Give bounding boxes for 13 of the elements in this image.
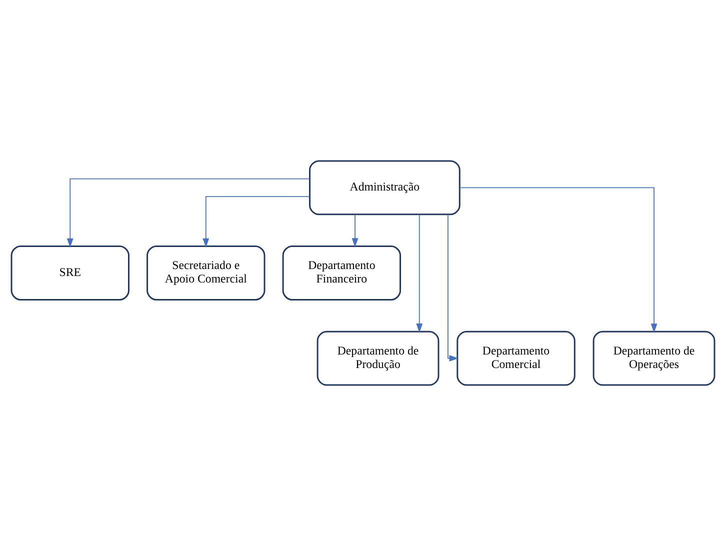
arrow	[352, 214, 358, 247]
arrow	[202, 196, 310, 248]
arrow	[448, 214, 458, 362]
arrow	[66, 178, 310, 248]
arrow	[416, 214, 423, 332]
node-box: Departamento de Produção	[316, 330, 440, 386]
node-box: Departamento Financeiro	[282, 245, 402, 300]
arrow	[459, 186, 658, 332]
node-box: Secretariado e Apoio Comercial	[146, 245, 266, 300]
node-box: Departamento Comercial	[456, 330, 576, 386]
node-box: Administração	[309, 160, 460, 215]
node-box: Departamento de Operações	[592, 330, 716, 386]
node-box: SRE	[10, 245, 130, 300]
